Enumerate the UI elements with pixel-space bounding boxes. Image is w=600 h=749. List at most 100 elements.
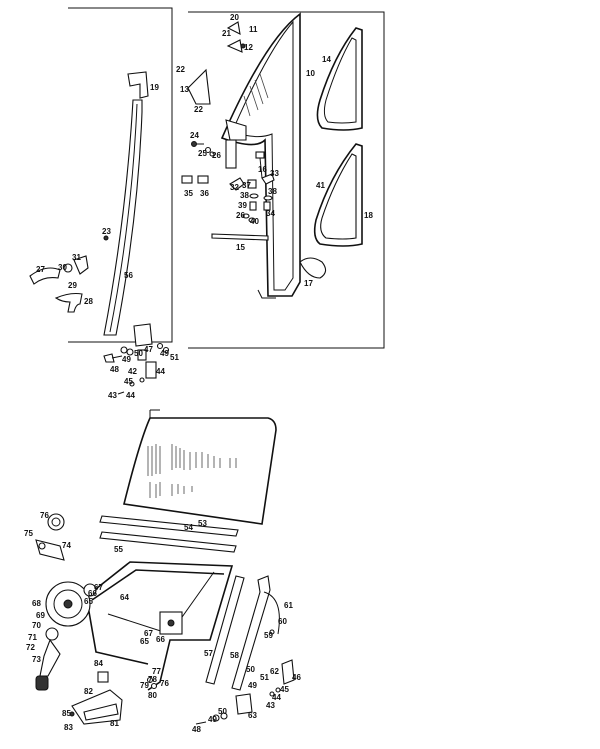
callout-c45a: 45	[124, 377, 133, 386]
regulator-handle-27	[29, 235, 109, 313]
callout-c38b: 38	[268, 187, 277, 196]
callout-c36: 36	[200, 189, 209, 198]
callout-c57: 57	[204, 649, 213, 658]
callout-c82: 82	[84, 687, 93, 696]
callout-c15: 15	[236, 243, 245, 252]
callout-c66b: 66	[156, 635, 165, 644]
callout-c22a: 22	[176, 65, 185, 74]
callout-c65a: 65	[84, 597, 93, 606]
callout-c13: 13	[180, 85, 189, 94]
callout-c78: 78	[148, 675, 157, 684]
callout-c25: 25	[198, 149, 207, 158]
callout-c50b: 50	[246, 665, 255, 674]
callout-c85: 85	[62, 709, 71, 718]
callout-c65b: 65	[140, 637, 149, 646]
callout-c19: 19	[150, 83, 159, 92]
callout-c32: 32	[230, 183, 239, 192]
callout-c75: 75	[24, 529, 33, 538]
callout-c84: 84	[94, 659, 103, 668]
callout-c74: 74	[62, 541, 71, 550]
callout-c20: 20	[230, 13, 239, 22]
vent-glass-18	[313, 143, 363, 247]
callout-c79: 79	[140, 681, 149, 690]
window-regulator-64	[87, 561, 234, 691]
door-glass	[123, 417, 277, 525]
callout-c22b: 22	[194, 105, 203, 114]
callout-c50a: 50	[134, 349, 143, 358]
callout-c55: 55	[114, 545, 123, 554]
callout-c44a: 44	[156, 367, 165, 376]
bracket-62	[269, 659, 295, 697]
bottom-frame-lines	[149, 409, 160, 418]
callout-c38a: 38	[240, 191, 249, 200]
callout-c30: 30	[58, 263, 67, 272]
callout-c12: 12	[244, 43, 253, 52]
callout-c42: 42	[128, 367, 137, 376]
callout-c26a: 26	[212, 151, 221, 160]
callout-c29: 29	[68, 281, 77, 290]
callout-c49c: 49	[248, 681, 257, 690]
callout-c18: 18	[364, 211, 373, 220]
callout-c41: 41	[316, 181, 325, 190]
callout-c27: 27	[36, 265, 45, 274]
callout-c60: 60	[278, 617, 287, 626]
clip-arc-61	[263, 591, 280, 635]
glass-channel-54	[99, 515, 239, 553]
callout-c67a: 67	[94, 583, 103, 592]
callout-c49b: 49	[122, 355, 131, 364]
callout-c45b: 45	[280, 685, 289, 694]
window-crank-74	[35, 513, 65, 561]
callout-c39: 39	[238, 201, 247, 210]
callout-c17: 17	[304, 279, 313, 288]
callout-c35: 35	[184, 189, 193, 198]
callout-c64: 64	[120, 593, 129, 602]
guide-rails-57-58	[205, 575, 271, 691]
callout-c34: 34	[266, 209, 275, 218]
callout-c31: 31	[72, 253, 81, 262]
vent-handle-17	[299, 257, 327, 279]
callout-c28: 28	[84, 297, 93, 306]
callout-c63: 63	[248, 711, 257, 720]
callout-c68: 68	[32, 599, 41, 608]
callout-c66a: 66	[88, 589, 97, 598]
callout-c44c: 44	[272, 693, 281, 702]
callout-c70: 70	[32, 621, 41, 630]
callout-c56: 56	[124, 271, 133, 280]
callout-c37: 37	[242, 181, 251, 190]
callout-c10: 10	[306, 69, 315, 78]
callout-c23: 23	[102, 227, 111, 236]
callout-c72: 72	[26, 643, 35, 652]
callout-c59: 59	[264, 631, 273, 640]
top-frame-lines	[68, 7, 385, 349]
callout-c16: 16	[258, 165, 267, 174]
bottom-fittings	[69, 671, 253, 725]
callout-c80: 80	[148, 691, 157, 700]
callout-c58: 58	[230, 651, 239, 660]
callout-c40: 40	[250, 217, 259, 226]
callout-c62: 62	[270, 667, 279, 676]
small-parts-24-40	[181, 141, 275, 223]
callout-c47: 47	[144, 345, 153, 354]
callout-c14: 14	[322, 55, 331, 64]
callout-c49d: 49	[208, 715, 217, 724]
callout-c49a: 49	[160, 349, 169, 358]
callout-c76b: 76	[160, 679, 169, 688]
callout-c81: 81	[110, 719, 119, 728]
callout-c11: 11	[249, 25, 258, 34]
callout-c24: 24	[190, 131, 199, 140]
callout-c46: 46	[292, 673, 301, 682]
callout-c48b: 48	[192, 725, 201, 734]
callout-c54: 54	[184, 523, 193, 532]
fittings-11-12	[226, 21, 246, 53]
callout-c26b: 26	[236, 211, 245, 220]
winder-mechanism-68	[35, 581, 97, 691]
callout-c69: 69	[36, 611, 45, 620]
callout-c61: 61	[284, 601, 293, 610]
callout-c48a: 48	[110, 365, 119, 374]
callout-c21: 21	[222, 29, 231, 38]
glass-run-channel-56	[103, 71, 149, 336]
pivot-bracket-13	[187, 68, 247, 169]
